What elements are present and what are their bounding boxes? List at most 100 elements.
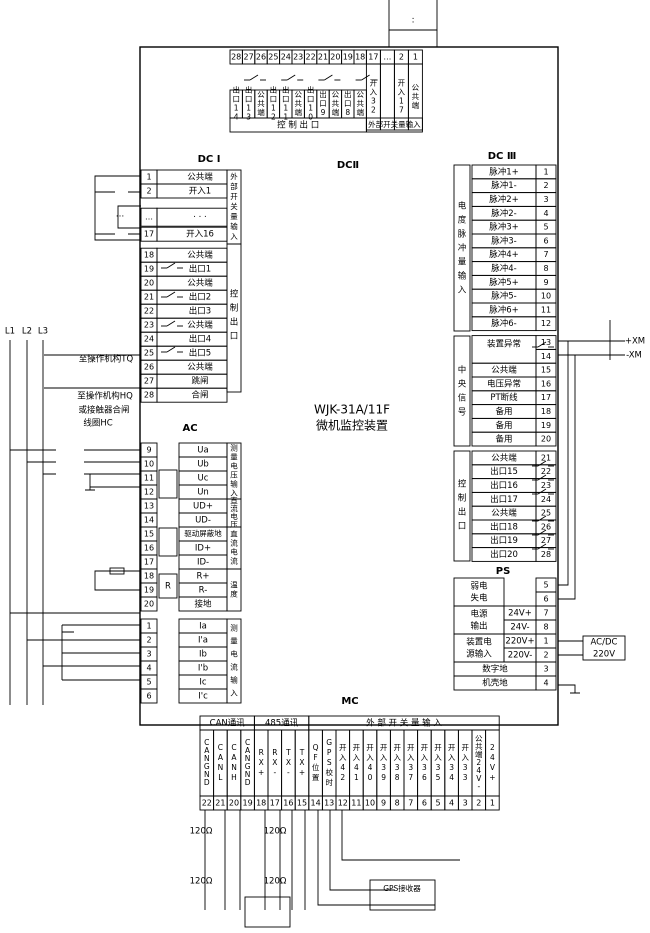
label-char: 电	[230, 547, 238, 557]
label-char: 共	[294, 99, 302, 108]
xm-minus-label: -XM	[626, 351, 642, 361]
section-dc1-header: DC I	[198, 154, 221, 165]
dc3-terminal-pin: 19	[541, 421, 551, 430]
dc3-terminal-pin: 1	[543, 167, 548, 176]
top-relay-contact	[281, 74, 304, 81]
dc3-terminal-pin: 18	[541, 407, 551, 416]
dc3-terminal-pin: 6	[543, 236, 548, 245]
dc3-terminal-pin: 21	[541, 453, 551, 462]
dc3-terminal-label: 脉冲6+	[489, 304, 519, 315]
ps-terminal-label: 220V+	[505, 637, 534, 647]
top-terminal-label: 公共端	[257, 90, 265, 117]
label-char: A	[231, 753, 237, 762]
ac-rtd-symbol-letter: R	[165, 582, 171, 592]
dc3-terminal-label: 脉冲5-	[491, 291, 516, 302]
label-char: 控	[230, 289, 239, 300]
top-terminal-pin: 26	[256, 53, 266, 62]
mc-terminal-pin: 7	[408, 799, 413, 808]
contact-stroke	[249, 74, 259, 81]
ac-terminal-pin: 12	[144, 488, 154, 497]
contact-stroke	[166, 291, 176, 298]
device-model: WJK-31A/11F	[314, 403, 390, 417]
label-char: 8	[345, 108, 350, 117]
dc3-terminal-label: 脉冲4+	[489, 249, 519, 260]
dc3-label-cell	[471, 431, 537, 447]
dc3-terminal-pin: 24	[541, 495, 551, 504]
label-char: 出	[307, 85, 315, 95]
dc1-relay-contact	[161, 320, 183, 327]
label-char: 置	[312, 773, 320, 782]
dc1-terminal-pin: 28	[144, 391, 154, 400]
label-char: C	[245, 738, 250, 747]
dc1-terminal-label: 公共端	[187, 250, 213, 261]
top-terminal-label: 公共端	[294, 90, 302, 117]
label-char: 度	[458, 215, 467, 226]
label-char: 共	[412, 92, 420, 101]
dc3-terminal-label: 装置异常	[487, 338, 521, 349]
label-char: 3	[422, 763, 427, 772]
label-char: 开	[230, 192, 238, 201]
label-char: 压	[230, 520, 238, 529]
label-char: 信	[458, 393, 467, 404]
top-terminal-pin: 24	[281, 53, 291, 62]
mc-terminal-pin: 9	[381, 799, 386, 808]
dc3-terminal-pin: 26	[541, 522, 551, 531]
label-char: 中	[458, 365, 467, 376]
dc1-terminal-pin: 26	[144, 363, 154, 372]
label-char: 输	[230, 675, 238, 685]
dc1-terminal-label: 跳闸	[191, 376, 208, 387]
contact-stroke	[324, 74, 333, 81]
label-char: L	[218, 773, 223, 782]
label-char: 输	[458, 271, 467, 282]
label-char: 入	[353, 753, 361, 762]
dc1-terminal-label: 出口3	[189, 306, 211, 317]
label-char: 入	[339, 753, 347, 762]
label-char: 口	[282, 95, 290, 104]
label-char: 出	[458, 507, 467, 518]
mc-terminal-cell	[485, 795, 500, 811]
dc1-label-cell	[156, 387, 228, 403]
dc1-terminal-pin: 24	[144, 335, 154, 344]
label-char: 电	[458, 201, 467, 212]
label-char: 入	[366, 753, 374, 762]
dc3-terminal-pin: 5	[543, 223, 548, 232]
label-char: 量	[230, 637, 238, 646]
label-char: -	[287, 768, 290, 777]
label-char: 口	[245, 95, 253, 104]
label-char: 号	[458, 408, 467, 418]
dc1-terminal-label: 开入16	[186, 230, 214, 240]
label-char: 流	[230, 503, 238, 513]
label-char: 入	[380, 753, 388, 762]
ac-terminal-pin: 5	[146, 678, 151, 687]
label-char: 4	[490, 753, 495, 762]
dc3-terminal-pin: 12	[541, 319, 551, 328]
top-terminal-pin: 28	[231, 53, 241, 62]
mc-terminal-pin: 10	[365, 799, 375, 808]
mc-terminal-pin: 13	[324, 799, 334, 808]
label-char: 入	[458, 286, 467, 296]
dc1-terminal-pin: 2	[146, 187, 151, 196]
label-char: 入	[370, 88, 378, 97]
dc3-terminal-pin: 14	[541, 352, 551, 361]
label-char: 3	[408, 763, 413, 772]
label-char: 开	[421, 743, 429, 752]
label-char: +	[299, 768, 305, 777]
ac-terminal-cell	[140, 688, 158, 704]
dc3-terminal-pin: 7	[543, 250, 548, 259]
ps-terminal-label: 失电	[470, 593, 488, 604]
mc-terminal-pin: 12	[338, 799, 348, 808]
contact-stroke	[166, 346, 176, 353]
label-char: T	[285, 748, 291, 757]
label-char: 输	[230, 221, 238, 231]
label-char: 控	[458, 479, 467, 490]
ac-dc-voltage-symbol	[158, 469, 178, 499]
ac-terminal-pin: 18	[144, 572, 154, 581]
dc3-terminal-pin: 2	[543, 181, 548, 190]
mc-terminal-label: RX+	[258, 748, 264, 777]
label-char: 3	[381, 763, 386, 772]
